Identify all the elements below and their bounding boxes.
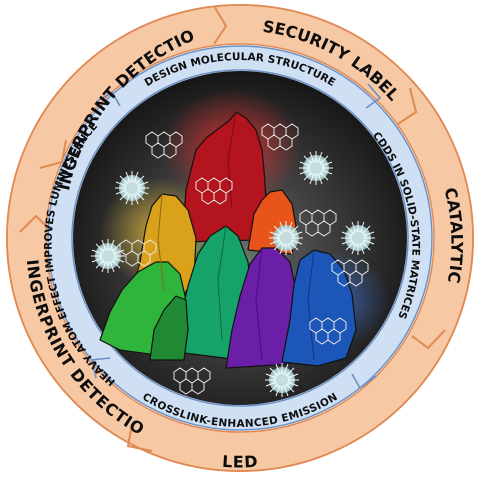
outer-ring-dividers [19,5,446,452]
peak-green-dark [149,295,189,361]
carbon-dot-icon [340,220,376,256]
divider-chevron-top [213,5,228,45]
carbon-dot-icon [268,220,304,256]
inner-ring [48,46,432,430]
divider-chevron-left [19,214,53,233]
carbon-dot-icon [114,170,150,206]
carbon-dot-icon [298,150,334,186]
arrow-upper-right [365,83,382,109]
carbon-dot-icon [264,362,300,398]
outer-ring-inner-edge [45,43,435,433]
arrow-lower-left [91,357,111,379]
divider-chevron-bottom-left [126,423,153,452]
outer-ring [8,6,472,470]
inner-ring-arrows [91,83,382,390]
divider-chevron-left-upper [39,139,67,169]
arrow-upper-left [95,90,121,107]
divider-chevron-right-upper [397,87,418,125]
outer-ring-edge [6,4,474,472]
divider-chevron-right-lower [411,329,446,350]
carbon-dot-icon [90,238,126,274]
led-text: LED [222,452,258,472]
arrow-lower-right [351,373,377,390]
inner-ring-outer-edge [47,45,433,431]
outer-label-led: LED [222,452,259,472]
inner-ring-inner-edge [71,69,409,407]
